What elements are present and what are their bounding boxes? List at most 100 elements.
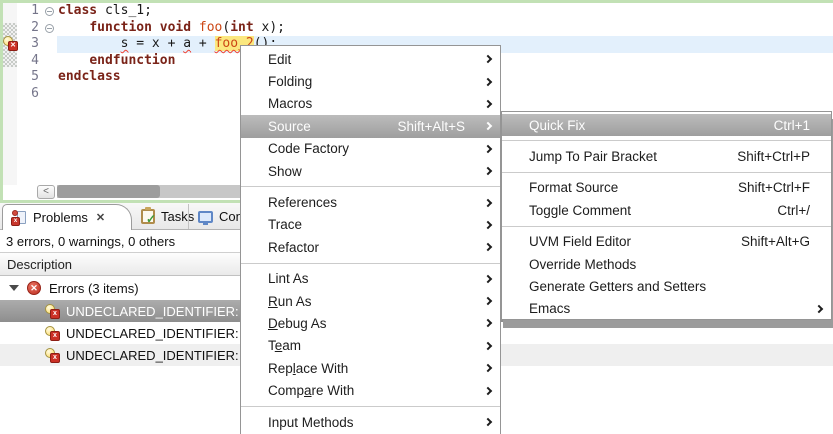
menu-item-label: Input Methods: [268, 414, 354, 430]
menu-item-label: References: [268, 195, 338, 211]
menu-item-label: Edit: [268, 51, 292, 67]
edit-menu-item[interactable]: Edit: [241, 48, 500, 70]
error-icon: ✕: [27, 281, 41, 295]
code-text: [57, 86, 58, 103]
menu-separator: [241, 262, 500, 264]
fold-collapse-icon[interactable]: [45, 23, 54, 33]
menu-item-label: Lint As: [268, 271, 309, 287]
tab-problems[interactable]: x Problems ✕: [2, 204, 132, 230]
menu-accelerator: Ctrl+1: [773, 117, 810, 133]
input-methods-menu-item[interactable]: Input Methods: [241, 411, 500, 433]
menu-separator: [502, 140, 831, 142]
menu-item-label: Folding: [268, 74, 313, 90]
run-as-menu-item[interactable]: Run As: [241, 290, 500, 312]
error-quickfix-icon: x: [44, 347, 60, 363]
references-menu-item[interactable]: References: [241, 191, 500, 213]
expander-icon[interactable]: [9, 285, 19, 291]
replace-with-menu-item[interactable]: Replace With: [241, 357, 500, 379]
submenu-arrow-icon: [483, 274, 493, 283]
menu-separator: [241, 186, 500, 188]
close-tab-icon[interactable]: ✕: [95, 212, 106, 224]
menu-separator: [241, 405, 500, 407]
jump-to-pair-bracket-menu-item[interactable]: Jump To Pair Bracket Shift+Ctrl+P: [502, 145, 831, 167]
menu-item-label: Show: [268, 163, 302, 179]
source-menu-item[interactable]: Source Shift+Alt+S: [241, 115, 500, 138]
error-quickfix-icon: x: [44, 303, 60, 319]
submenu-arrow-icon: [483, 220, 493, 230]
code-line[interactable]: 2 function void foo(int x);: [17, 20, 833, 37]
code-text: endclass: [58, 69, 121, 85]
menu-item-label: Source: [268, 118, 311, 134]
line-number: 2: [31, 19, 39, 35]
emacs-menu-item[interactable]: Emacs: [502, 298, 831, 320]
scroll-left-button[interactable]: <: [37, 184, 55, 199]
submenu-arrow-icon: [483, 198, 493, 207]
submenu-arrow-icon: [483, 341, 493, 351]
menu-item-label: Run As: [268, 293, 312, 309]
submenu-arrow-icon: [814, 304, 824, 314]
problem-description: UNDECLARED_IDENTIFIER:: [66, 347, 239, 363]
line-number: 5: [31, 69, 39, 85]
tasks-view-icon: [141, 207, 156, 226]
submenu-arrow-icon: [483, 144, 493, 153]
fold-column: [41, 86, 57, 103]
tab-console[interactable]: Con: [188, 204, 252, 229]
menu-accelerator: Shift+Alt+S: [397, 118, 465, 134]
code-text: function void foo(int x);: [89, 19, 285, 35]
override-methods-menu-item[interactable]: Override Methods: [502, 253, 831, 275]
tab-label: Con: [219, 209, 243, 224]
macros-menu-item[interactable]: Macros: [241, 93, 500, 115]
code-line[interactable]: 4 endfunction: [17, 53, 833, 70]
show-menu-item[interactable]: Show: [241, 160, 500, 182]
trace-menu-item[interactable]: Trace: [241, 214, 500, 236]
menu-accelerator: Shift+Ctrl+P: [737, 149, 810, 165]
team-menu-item[interactable]: Team: [241, 335, 500, 357]
code-factory-menu-item[interactable]: Code Factory: [241, 138, 500, 160]
fold-column: [41, 20, 57, 37]
submenu-arrow-icon: [483, 99, 493, 109]
problem-description: UNDECLARED_IDENTIFIER:: [66, 303, 239, 319]
menu-item-label: Jump To Pair Bracket: [529, 149, 658, 165]
menu-item-label: Trace: [268, 217, 303, 233]
line-number: 1: [31, 3, 39, 18]
quickfix-error-marker-icon[interactable]: ✕: [2, 35, 18, 51]
fold-collapse-icon[interactable]: [45, 7, 54, 16]
compare-with-menu-item[interactable]: Compare With: [241, 379, 500, 401]
menu-item-label: Compare With: [268, 383, 355, 399]
generate-getters-and-setters-menu-item[interactable]: Generate Getters and Setters: [502, 275, 831, 297]
submenu-arrow-icon: [483, 296, 493, 306]
refactor-menu-item[interactable]: Refactor: [241, 236, 500, 258]
code-line[interactable]: 6: [17, 86, 833, 103]
scrollbar-thumb[interactable]: [57, 185, 160, 198]
menu-item-label: Macros: [268, 96, 313, 112]
folding-menu-item[interactable]: Folding: [241, 70, 500, 92]
line-number: 6: [31, 85, 39, 101]
submenu-arrow-icon: [483, 166, 493, 176]
fold-column: [41, 3, 57, 20]
errors-group-row[interactable]: ✕ Errors (3 items): [0, 276, 833, 300]
menu-item-label: Generate Getters and Setters: [529, 279, 707, 295]
menu-item-label: Team: [268, 338, 302, 354]
tab-label: Tasks: [161, 209, 195, 224]
menu-accelerator: Shift+Alt+G: [740, 234, 810, 250]
problems-view-icon: x: [11, 209, 27, 226]
console-view-icon: [198, 210, 213, 225]
fold-column: [41, 36, 57, 53]
code-line[interactable]: 5 endclass: [17, 69, 833, 86]
submenu-arrow-icon: [483, 243, 493, 252]
submenu-arrow-icon: [483, 364, 493, 373]
error-quickfix-icon: x: [44, 325, 60, 341]
menu-separator: [502, 171, 831, 173]
lint-as-menu-item[interactable]: Lint As: [241, 268, 500, 290]
debug-as-menu-item[interactable]: Debug As: [241, 312, 500, 334]
tab-tasks[interactable]: Tasks: [132, 204, 203, 229]
menu-item-label: Debug As: [268, 315, 327, 331]
